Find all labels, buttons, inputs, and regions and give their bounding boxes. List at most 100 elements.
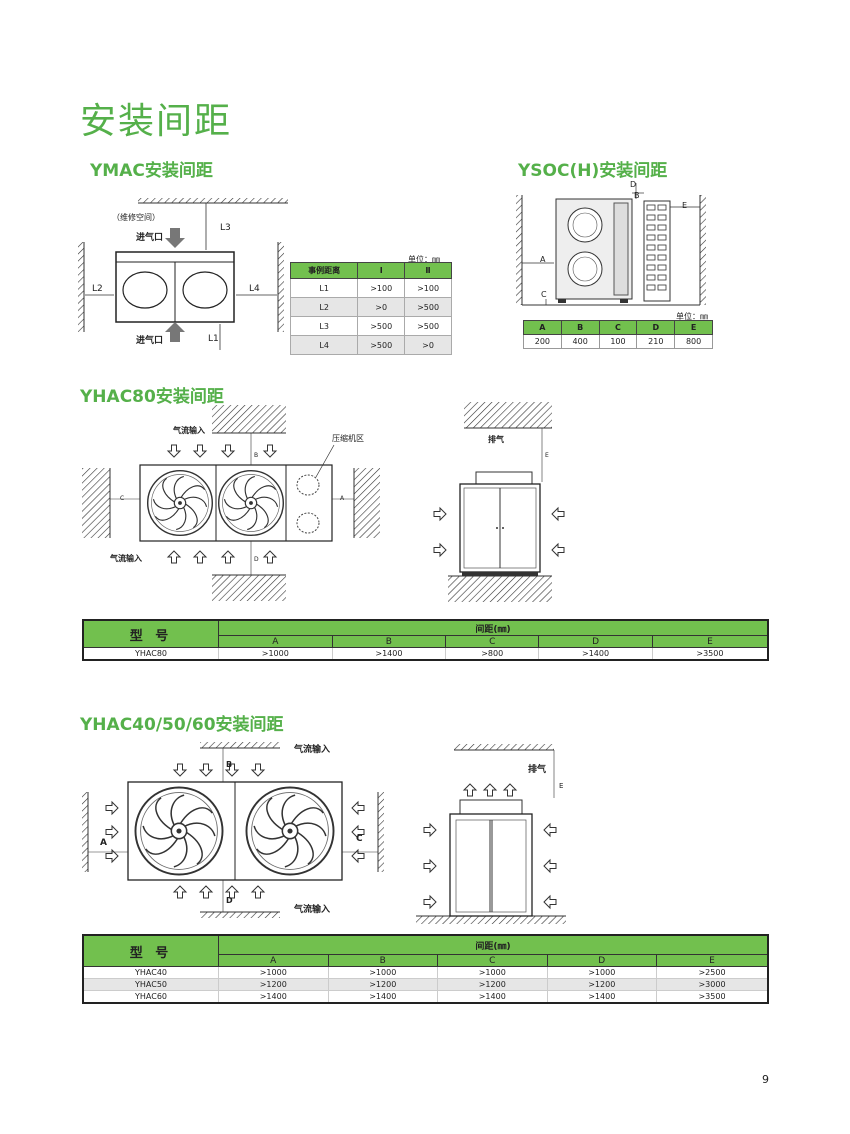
table-cell: L1 (289, 278, 359, 298)
table-row: 200 400 100 210 800 (523, 334, 713, 349)
yhac40-airflow-bottom-label: 气流输入 (294, 905, 331, 915)
table-cell: >1000 (546, 966, 657, 979)
table-cell: YHAC40 (82, 966, 219, 979)
table-cell: >100 (357, 278, 406, 298)
ysoc-e-label: E (682, 201, 688, 210)
spacing-header: 间距(㎜) (218, 934, 769, 955)
table-cell: >1400 (546, 990, 657, 1004)
ysoc-d-label: D (630, 180, 637, 189)
table-cell: >1200 (218, 978, 329, 991)
yhac40-exhaust-label: 排气 (528, 765, 547, 775)
ymac-service-label: （维修空间） (112, 213, 160, 222)
yhac40-table: 型 号 间距(㎜) A B C D E YHAC40 >1000 >1000 >… (82, 934, 769, 1004)
yhac80-top-diagram (82, 405, 380, 601)
table-cell: >1200 (437, 978, 548, 991)
yhac80-compressor-label: 压缩机区 (332, 434, 364, 443)
ymac-col-header: Ⅱ (404, 262, 452, 279)
table-cell: >0 (404, 335, 452, 355)
column-header: B (331, 635, 447, 648)
ymac-inlet-top-label: 进气口 (136, 233, 164, 243)
table-cell: >500 (357, 316, 406, 336)
ymac-l2-label: L2 (92, 284, 103, 294)
table-cell: >3500 (651, 647, 769, 661)
table-cell: >1000 (218, 647, 333, 661)
table-cell: >1200 (327, 978, 438, 991)
column-header: A (218, 954, 329, 967)
ymac-col-header: Ⅰ (357, 262, 406, 279)
ysoc-col-header: C (598, 320, 638, 335)
table-cell: L2 (289, 297, 359, 317)
table-cell: >1000 (327, 966, 438, 979)
ymac-l3-label: L3 (220, 223, 231, 233)
yhac80-airflow-bottom-label: 气流输入 (110, 554, 142, 563)
table-cell: L3 (289, 316, 359, 336)
ysoc-c-label: C (541, 290, 547, 299)
table-cell: >0 (357, 297, 406, 317)
yhac80-c-label: C (120, 495, 125, 502)
yhac40-airflow-top-label: 气流输入 (294, 745, 331, 755)
column-header: D (546, 954, 657, 967)
table-cell: >500 (404, 297, 452, 317)
table-cell: >2500 (656, 966, 769, 979)
yhac80-airflow-top-label: 气流输入 (173, 426, 205, 435)
column-header: C (445, 635, 540, 648)
table-cell: 200 (523, 334, 562, 349)
table-cell: >1000 (437, 966, 548, 979)
ysoc-table: A B C D E 200 400 100 210 800 (523, 320, 713, 349)
page-number: 9 (762, 1073, 769, 1086)
ysoc-a-label: A (540, 255, 546, 264)
ysoc-col-header: D (636, 320, 676, 335)
table-row: YHAC80 >1000 >1400 >800 >1400 >3500 (82, 647, 769, 661)
table-cell: >1000 (218, 966, 329, 979)
table-cell: 400 (560, 334, 600, 349)
column-header: D (538, 635, 653, 648)
table-cell: >500 (404, 316, 452, 336)
ysoc-section-title: YSOC(H)安装间距 (518, 161, 668, 181)
ysoc-col-header: A (523, 320, 562, 335)
model-header: 型 号 (82, 619, 219, 648)
yhac40-top-diagram (82, 742, 384, 918)
table-cell: 100 (598, 334, 638, 349)
table-cell: >100 (404, 278, 452, 298)
yhac40-section-title: YHAC40/50/60安装间距 (80, 715, 284, 735)
yhac40-a-label: A (100, 838, 107, 848)
ysoc-b-label: B (634, 191, 640, 200)
table-row: L1 >100 >100 (289, 278, 452, 298)
ymac-l4-label: L4 (249, 284, 260, 294)
column-header: A (218, 635, 333, 648)
ymac-table: 事例距离 Ⅰ Ⅱ L1 >100 >100 L2 >0 >500 L3 >500… (289, 262, 452, 355)
table-cell: >3500 (656, 990, 769, 1004)
ysoc-unit-label: 单位：㎜ (676, 312, 708, 321)
table-cell: >1400 (437, 990, 548, 1004)
table-cell: YHAC50 (82, 978, 219, 991)
yhac40-b-label: B (226, 760, 233, 769)
table-row: L2 >0 >500 (289, 297, 452, 317)
table-cell: >1400 (218, 990, 329, 1004)
table-cell: >1400 (331, 647, 447, 661)
ymac-diagram (78, 198, 288, 350)
table-cell: >500 (357, 335, 406, 355)
table-cell: >1200 (546, 978, 657, 991)
table-cell: L4 (289, 335, 359, 355)
yhac80-e-label: E (545, 452, 549, 459)
ymac-section-title: YMAC安装间距 (90, 161, 213, 181)
yhac80-b-label: B (254, 452, 259, 459)
table-row: L3 >500 >500 (289, 316, 452, 336)
column-header: E (651, 635, 769, 648)
table-row: YHAC50 >1200 >1200 >1200 >1200 >3000 (82, 978, 769, 991)
table-cell: >1400 (538, 647, 653, 661)
table-row: YHAC60 >1400 >1400 >1400 >1400 >3500 (82, 990, 769, 1004)
table-row: YHAC40 >1000 >1000 >1000 >1000 >2500 (82, 966, 769, 979)
ysoc-col-header: B (560, 320, 600, 335)
table-cell: >1400 (327, 990, 438, 1004)
yhac40-e-label: E (559, 782, 564, 790)
table-cell: 210 (636, 334, 676, 349)
yhac40-d-label: D (226, 896, 233, 905)
ymac-unit-label: 单位：㎜ (408, 255, 440, 264)
table-row: L4 >500 >0 (289, 335, 452, 355)
table-cell: YHAC80 (82, 647, 219, 661)
table-cell: 800 (674, 334, 713, 349)
column-header: C (437, 954, 548, 967)
ymac-inlet-bottom-label: 进气口 (136, 336, 164, 346)
yhac80-d-label: D (254, 556, 259, 563)
